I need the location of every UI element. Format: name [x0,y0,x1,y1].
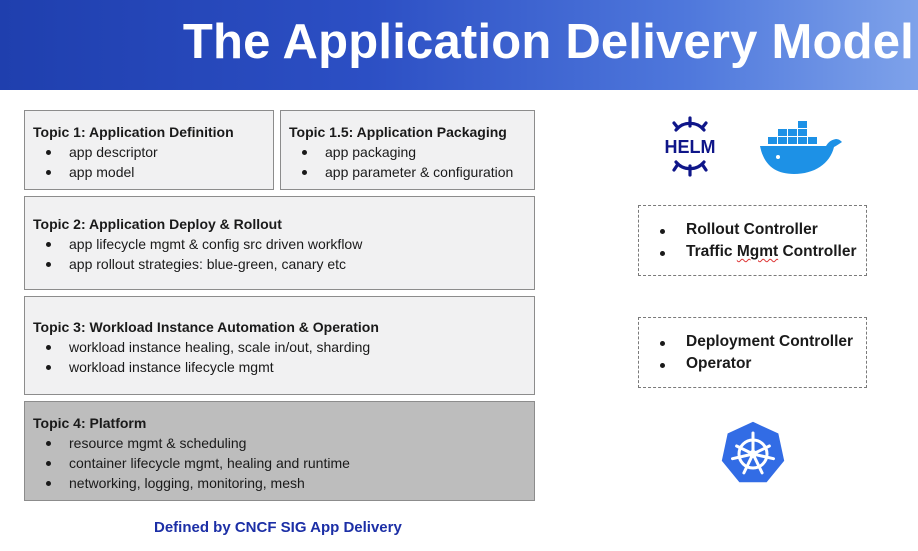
rollout-controller-item: Rollout Controller [659,219,866,241]
bullet-item: workload instance healing, scale in/out,… [33,337,534,357]
bullet-item: workload instance lifecycle mgmt [33,357,534,377]
controller-list: Rollout Controller Traffic Mgmt Controll… [659,219,866,263]
title-banner: The Application Delivery Model [0,0,918,90]
helm-wordmark: HELM [665,137,716,157]
topic-bullets: app packaging app parameter & configurat… [289,142,534,182]
helm-logo: HELM [654,114,726,180]
kubernetes-logo [718,419,788,487]
topic-1-5-box: Topic 1.5: Application Packaging app pac… [280,110,535,190]
bullet-item: app lifecycle mgmt & config src driven w… [33,234,534,254]
bullet-item: app packaging [289,142,534,162]
controller-list: Deployment Controller Operator [659,331,866,375]
topic-bullets: app descriptor app model [33,142,273,182]
bullet-item: app model [33,162,273,182]
traffic-mgmt-controller-item: Traffic Mgmt Controller [659,241,866,263]
controller-label: Controller [778,243,857,260]
bullet-item: app descriptor [33,142,273,162]
topic-title: Topic 1.5: Application Packaging [289,124,507,140]
bullet-item: resource mgmt & scheduling [33,433,534,453]
topic-1-box: Topic 1: Application Definition app desc… [24,110,274,190]
page-title: The Application Delivery Model [182,15,914,69]
topic-bullets: app lifecycle mgmt & config src driven w… [33,234,534,274]
helm-wheel-icon: HELM [665,116,716,177]
footer-note: Defined by CNCF SIG App Delivery [154,519,402,536]
deployment-controllers-box: Deployment Controller Operator [638,317,867,388]
bullet-item: app parameter & configuration [289,162,534,182]
traffic-label: Traffic [686,243,737,260]
topic-3-box: Topic 3: Workload Instance Automation & … [24,296,535,395]
kubernetes-helm-wheel-icon [720,420,786,484]
topic-4-box: Topic 4: Platform resource mgmt & schedu… [24,401,535,501]
topic-2-box: Topic 2: Application Deploy & Rollout ap… [24,196,535,290]
topic-title: Topic 4: Platform [33,415,147,431]
spellcheck-marked-word: Mgmt [736,243,779,260]
docker-logo [756,116,844,180]
topic-bullets: workload instance healing, scale in/out,… [33,337,534,377]
bullet-item: container lifecycle mgmt, healing and ru… [33,453,534,473]
deployment-controller-item: Deployment Controller [659,331,866,353]
docker-whale-icon [760,121,842,174]
topic-bullets: resource mgmt & scheduling container lif… [33,433,534,493]
bullet-item: networking, logging, monitoring, mesh [33,473,534,493]
topic-title: Topic 2: Application Deploy & Rollout [33,216,282,232]
rollout-controllers-box: Rollout Controller Traffic Mgmt Controll… [638,205,867,276]
bullet-item: app rollout strategies: blue-green, cana… [33,254,534,274]
topic-title: Topic 1: Application Definition [33,124,234,140]
topic-title: Topic 3: Workload Instance Automation & … [33,319,379,335]
operator-item: Operator [659,353,866,375]
